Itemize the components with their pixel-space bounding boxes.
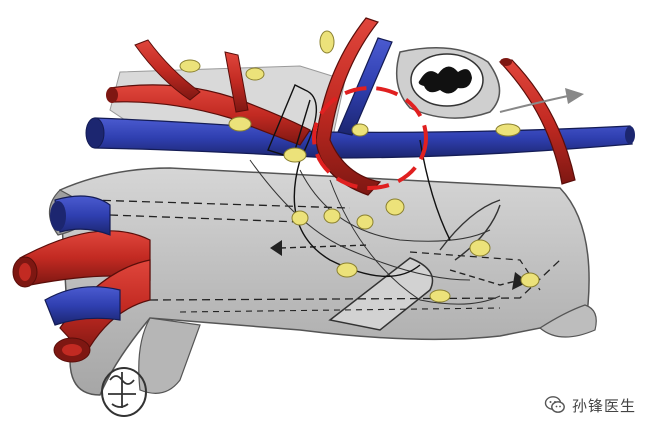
watermark-text: 孙锋医生 bbox=[571, 396, 636, 415]
direction-arrow bbox=[499, 88, 584, 113]
lymph-node bbox=[429, 289, 451, 303]
left-vein-arch bbox=[44, 195, 121, 326]
superior-arteries bbox=[106, 17, 576, 196]
lymph-node bbox=[323, 208, 341, 224]
lymph-node bbox=[520, 272, 540, 288]
lymph-node bbox=[245, 67, 265, 81]
lymph-node bbox=[319, 30, 335, 54]
artist-seal bbox=[101, 367, 147, 417]
lymph-node bbox=[228, 116, 252, 132]
lymph-node bbox=[385, 198, 405, 216]
lymph-node bbox=[179, 59, 201, 73]
lymph-node bbox=[356, 214, 374, 230]
highlight-circle bbox=[312, 86, 428, 190]
lymph-node bbox=[351, 123, 369, 137]
wechat-logo-icon bbox=[544, 396, 565, 413]
lymph-node bbox=[469, 239, 491, 257]
lymph-node bbox=[291, 210, 309, 226]
watermark: 孙锋医生 bbox=[544, 394, 636, 416]
lymph-node bbox=[336, 262, 358, 278]
lymph-node bbox=[283, 147, 307, 163]
bowel-cross-section bbox=[395, 47, 501, 119]
lymph-nodes bbox=[179, 30, 540, 303]
lymph-node bbox=[495, 123, 521, 137]
